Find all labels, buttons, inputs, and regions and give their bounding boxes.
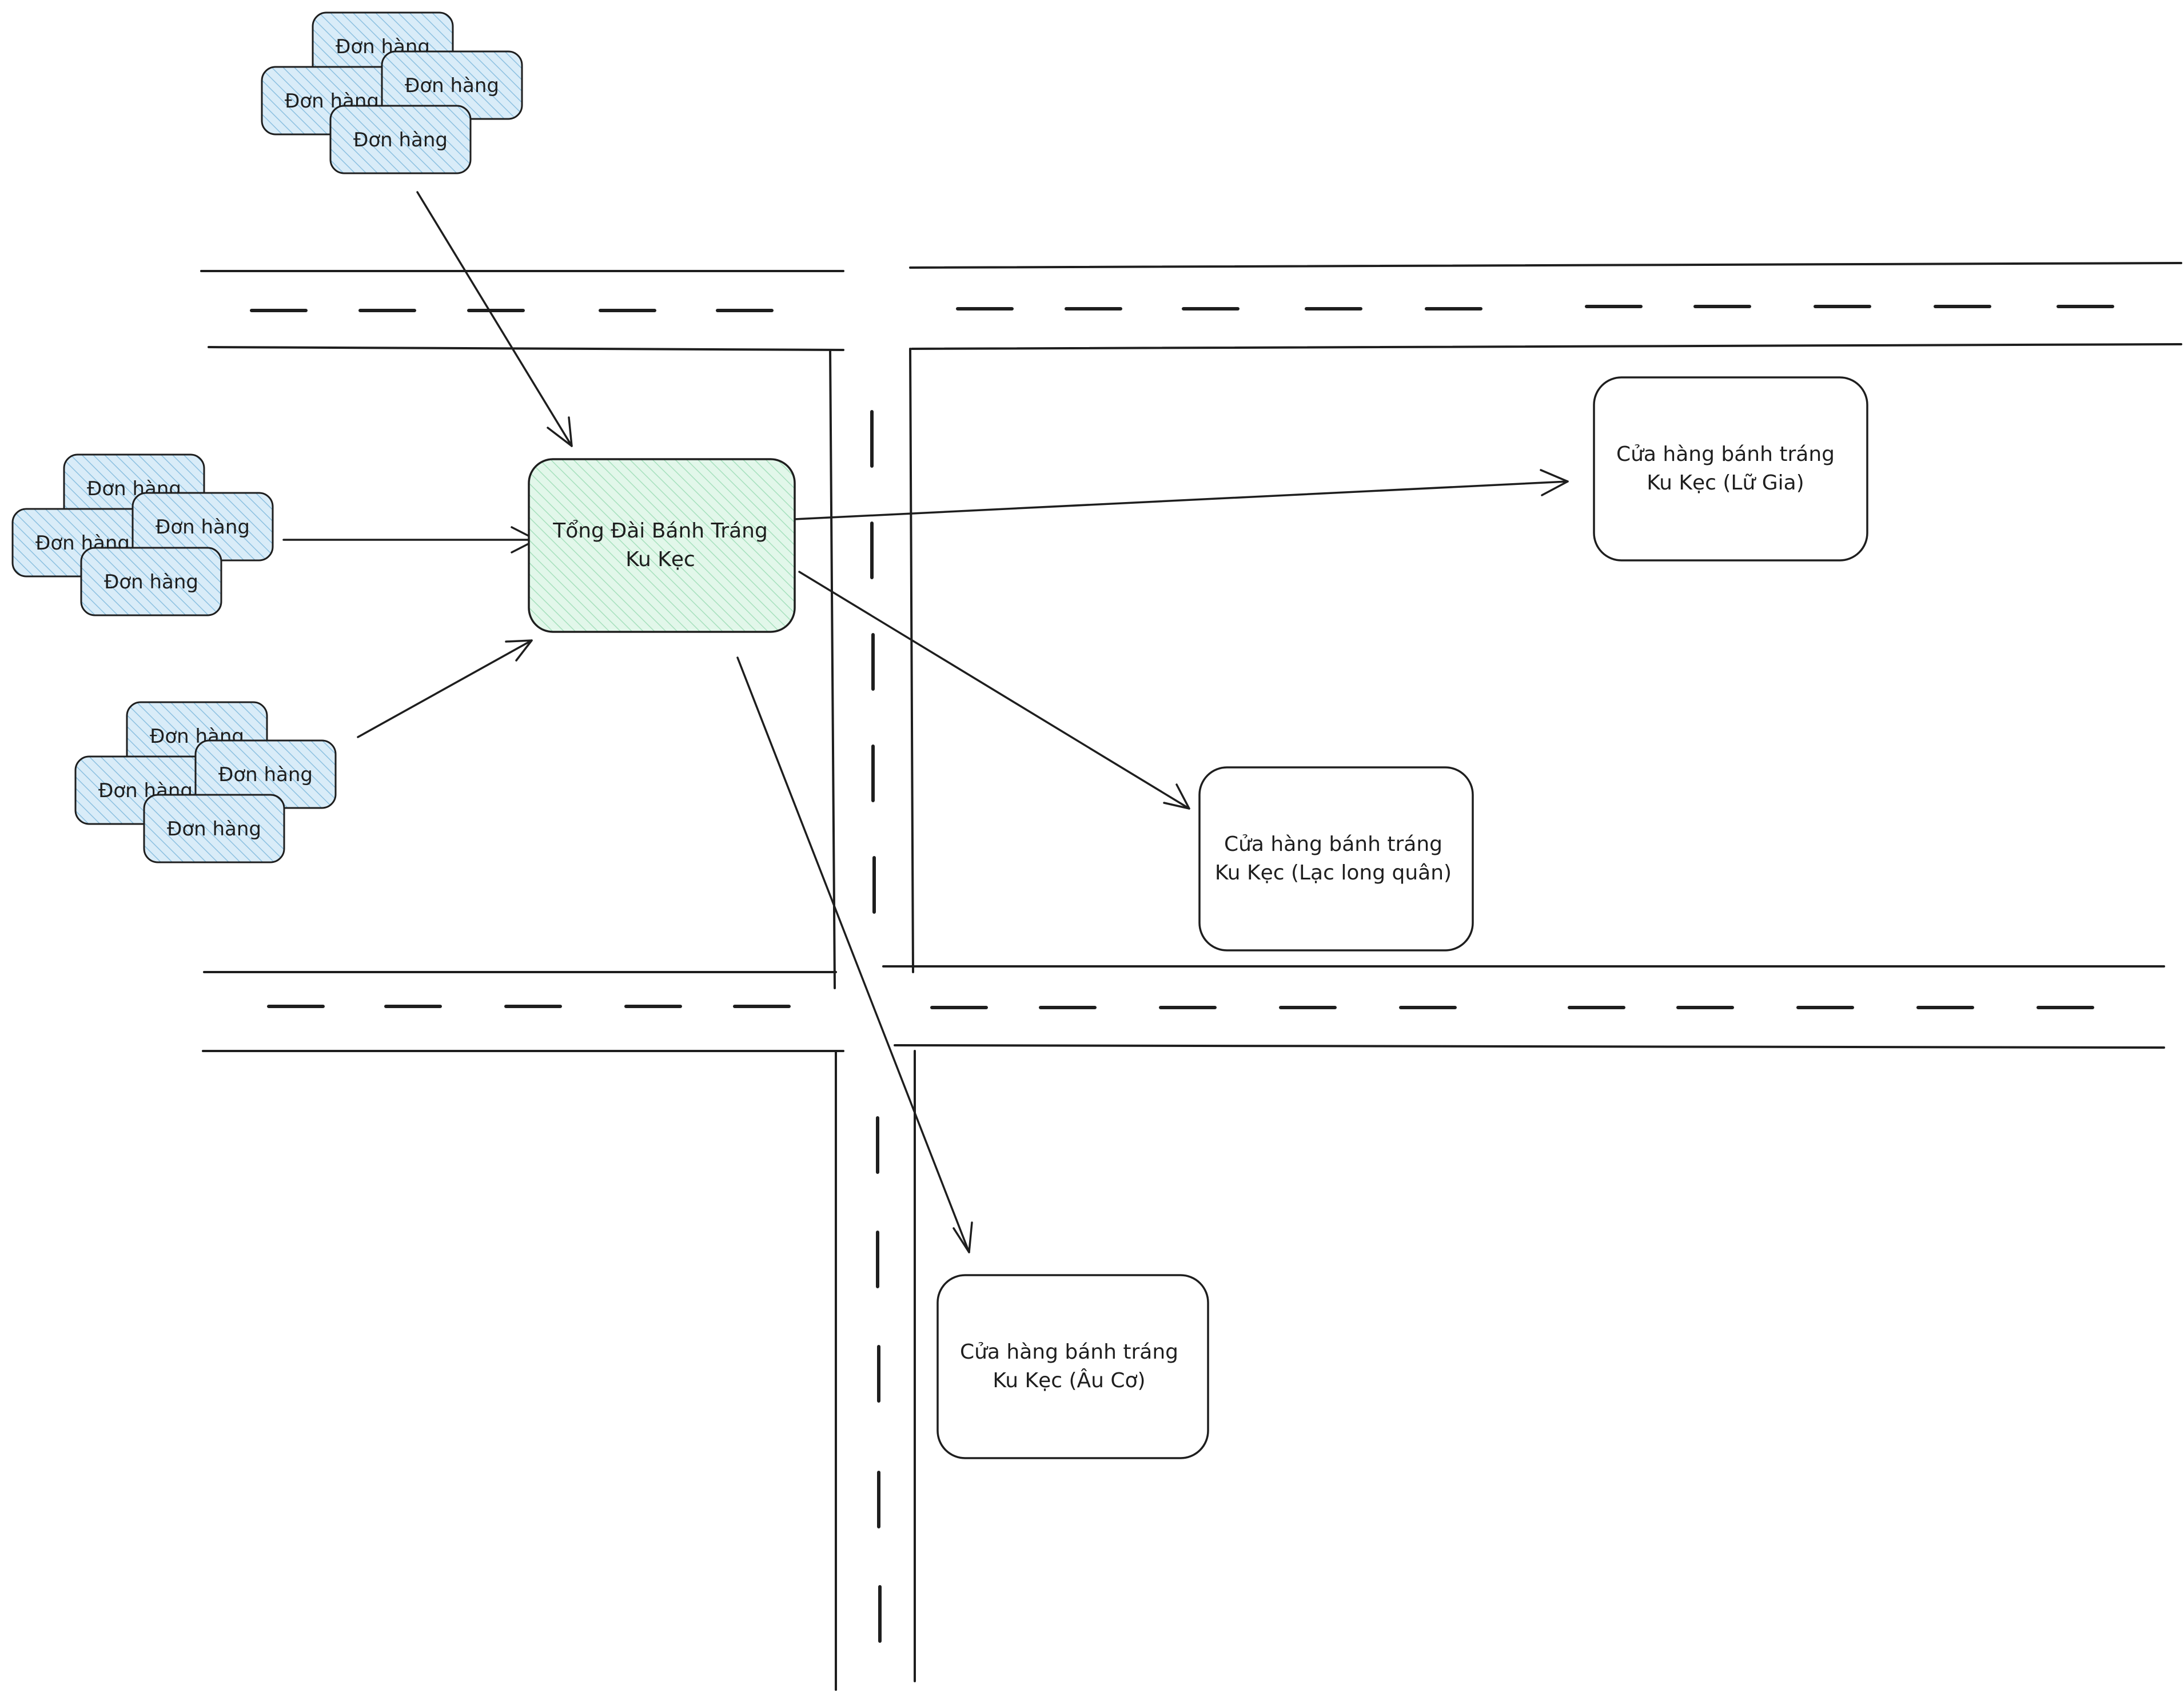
- road-bottom-horizontal: [202, 965, 2165, 1052]
- order-note-label: Đơn hàng: [156, 516, 250, 539]
- arrow-left-orders-to-hub: [282, 526, 537, 554]
- arrow-top-orders-to-hub: [416, 191, 573, 447]
- store-au-co-line-2: Ku Kẹc (Âu Cơ): [993, 1368, 1145, 1392]
- order-note-label: Đơn hàng: [405, 74, 499, 97]
- arrow-hub-to-lac-long-quan: [798, 571, 1190, 810]
- order-note-label: Đơn hàng: [167, 818, 261, 841]
- arrow-hub-to-au-co: [736, 656, 973, 1253]
- flow-arrows: [282, 191, 1569, 1253]
- arrow-hub-to-lu-gia: [794, 469, 1569, 520]
- order-note-label: Đơn hàng: [218, 763, 313, 786]
- hub-node[interactable]: Tổng Đài Bánh Tráng Ku Kẹc: [528, 458, 796, 633]
- order-note[interactable]: Đơn hàng: [80, 547, 222, 616]
- store-lac-long-quan-line-2: Ku Kẹc (Lạc long quân): [1215, 861, 1452, 885]
- store-au-co-line-1: Cửa hàng bánh tráng: [960, 1340, 1178, 1364]
- road-network: [200, 262, 2182, 1691]
- hub-label-line-2: Ku Kẹc: [625, 548, 695, 571]
- store-lu-gia-line-1: Cửa hàng bánh tráng: [1616, 443, 1835, 466]
- order-note-label: Đơn hàng: [353, 129, 448, 152]
- store-lac-long-quan-line-1: Cửa hàng bánh tráng: [1224, 833, 1442, 856]
- arrow-bottom-orders-to-hub: [357, 639, 533, 738]
- store-lac-long-quan[interactable]: Cửa hàng bánh tráng Ku Kẹc (Lạc long quâ…: [1198, 766, 1474, 951]
- road-top-horizontal: [200, 262, 2182, 351]
- order-note-label: Đơn hàng: [104, 571, 198, 594]
- order-note[interactable]: Đơn hàng: [143, 794, 285, 863]
- hub-label-line-1: Tổng Đài Bánh Tráng: [552, 519, 768, 543]
- order-note[interactable]: Đơn hàng: [329, 105, 472, 174]
- order-note[interactable]: Đơn hàng: [131, 492, 274, 562]
- store-au-co[interactable]: Cửa hàng bánh tráng Ku Kẹc (Âu Cơ): [936, 1274, 1209, 1459]
- road-vertical-lower: [835, 1050, 916, 1691]
- road-vertical-upper: [829, 348, 914, 989]
- store-lu-gia[interactable]: Cửa hàng bánh tráng Ku Kẹc (Lữ Gia): [1593, 376, 1868, 562]
- store-lu-gia-line-2: Ku Kẹc (Lữ Gia): [1647, 471, 1804, 495]
